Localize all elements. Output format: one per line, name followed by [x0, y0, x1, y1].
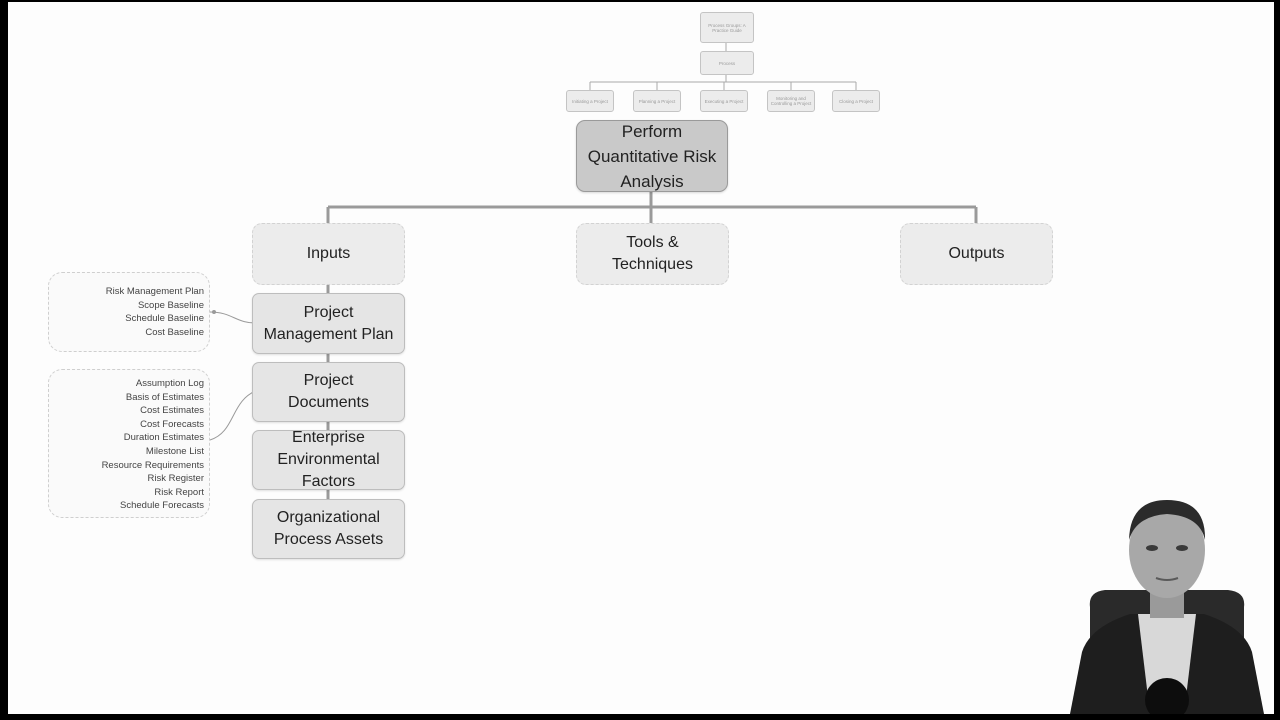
pmp-components-list: Risk Management Plan Scope Baseline Sche… — [48, 272, 210, 352]
process-group-closing: Closing a Project — [832, 90, 880, 112]
process-group-executing: Executing a Project — [700, 90, 748, 112]
list-item: Risk Management Plan — [105, 286, 204, 297]
list-item: Basis of Estimates — [125, 391, 204, 403]
list-item: Scope Baseline — [137, 299, 204, 311]
outputs-label: Outputs — [948, 245, 1005, 262]
project-documents-list: Assumption Log Basis of Estimates Cost E… — [48, 369, 210, 518]
inputs-label: Inputs — [306, 245, 351, 262]
list-item: Risk Report — [154, 486, 204, 498]
slide-canvas: Process Groups: A Practice Guide Process… — [8, 2, 1274, 714]
connector-lines — [209, 43, 978, 499]
list-item: Milestone List — [145, 445, 204, 457]
main-process-line2: Quantitative Risk — [587, 146, 717, 166]
list-item: Cost Baseline — [145, 326, 204, 338]
process-groups-guide-box: Process Groups: A Practice Guide — [700, 12, 754, 43]
input-organizational-process-assets: Organizational Process Assets — [252, 499, 405, 559]
list-item: Resource Requirements — [101, 459, 204, 471]
process-box: Process — [700, 51, 754, 75]
tools-label-line1: Tools & — [626, 234, 679, 251]
list-item: Schedule Baseline — [125, 313, 204, 325]
main-process-line3: Analysis — [620, 171, 684, 191]
input-project-documents: Project Documents — [252, 362, 405, 422]
input-project-management-plan: Project Management Plan — [252, 293, 405, 354]
list-item: Cost Estimates — [140, 405, 204, 417]
tools-techniques-box: Tools & Techniques — [576, 223, 729, 285]
process-group-monitoring: Monitoring and Controlling a Project — [767, 90, 815, 112]
process-group-initiating: Initiating a Project — [566, 90, 614, 112]
main-process-box: Perform Quantitative Risk Analysis — [576, 120, 728, 192]
list-item: Duration Estimates — [123, 432, 204, 444]
tools-label-line2: Techniques — [612, 256, 693, 273]
list-item: Assumption Log — [135, 378, 204, 389]
process-label: Process — [718, 60, 736, 66]
process-groups-guide-label: Process Groups: A Practice Guide — [708, 22, 746, 33]
main-process-line1: Perform — [621, 121, 683, 141]
inputs-box: Inputs — [252, 223, 405, 285]
presenter-webcam — [1060, 492, 1274, 714]
list-item: Risk Register — [147, 473, 205, 485]
input-enterprise-environmental-factors: Enterprise Environmental Factors — [252, 429, 405, 490]
process-group-planning: Planning a Project — [633, 90, 681, 112]
list-item: Cost Forecasts — [140, 418, 204, 430]
list-item: Schedule Forecasts — [120, 500, 204, 512]
outputs-box: Outputs — [900, 223, 1053, 285]
